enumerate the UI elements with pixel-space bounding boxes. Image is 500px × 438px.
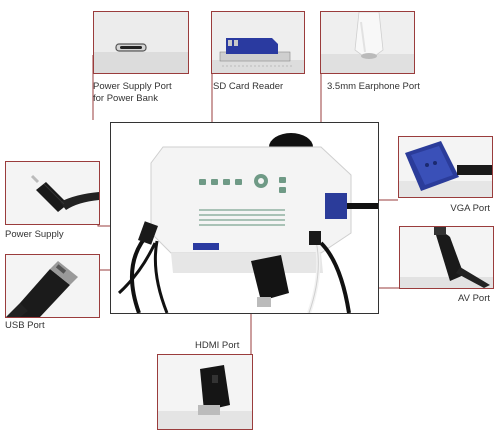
earphone-port-label: 3.5mm Earphone Port xyxy=(327,81,420,92)
vga-port-thumbnail xyxy=(398,136,493,198)
earphone-port-illustration xyxy=(321,12,414,73)
projector-illustration xyxy=(111,123,378,313)
sd-card-label: SD Card Reader xyxy=(213,81,284,92)
hdmi-port-illustration xyxy=(158,355,252,429)
earphone-port-thumbnail xyxy=(320,11,415,74)
control-panel xyxy=(199,174,286,193)
power-bank-port-label: Power Supply Port for Power Bank xyxy=(93,81,172,105)
power-bank-port-label-line1: Power Supply Port xyxy=(93,81,172,92)
projector-photo xyxy=(110,122,379,314)
usb-port-label: USB Port xyxy=(5,320,45,331)
av-port-illustration xyxy=(400,227,493,288)
power-bank-port-illustration xyxy=(94,12,188,73)
vga-port-label: VGA Port xyxy=(450,203,490,214)
sd-card-illustration xyxy=(212,12,304,73)
power-bank-port-thumbnail xyxy=(93,11,189,74)
av-port-label: AV Port xyxy=(457,293,490,304)
av-port-thumbnail xyxy=(399,226,494,289)
vga-port-illustration xyxy=(399,137,492,197)
power-supply-thumbnail xyxy=(5,161,100,225)
usb-port-thumbnail xyxy=(5,254,100,318)
power-supply-label: Power Supply xyxy=(5,229,64,240)
power-bank-port-label-line2: for Power Bank xyxy=(93,93,158,104)
usb-port-illustration xyxy=(6,255,99,317)
hdmi-port-label: HDMI Port xyxy=(195,340,240,351)
power-supply-illustration xyxy=(6,162,99,224)
sd-card-thumbnail xyxy=(211,11,305,74)
hdmi-port-thumbnail xyxy=(157,354,253,430)
